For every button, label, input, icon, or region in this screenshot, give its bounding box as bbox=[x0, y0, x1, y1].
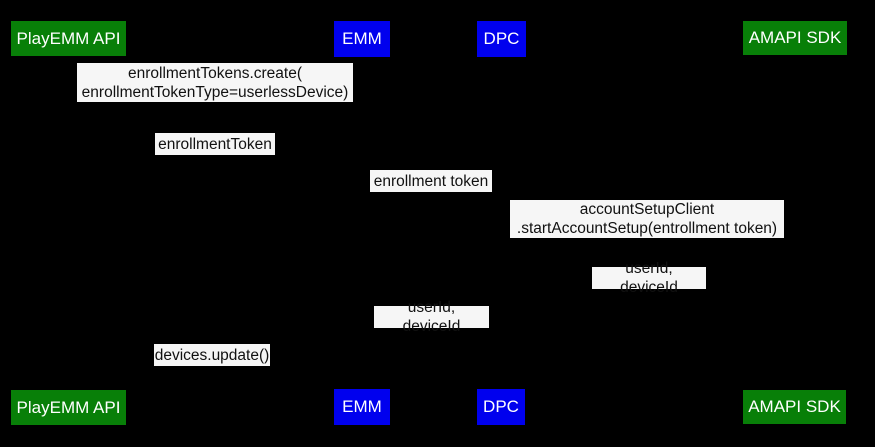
message-enrollment-token: enrollment token bbox=[370, 170, 492, 192]
message-userid-deviceid-return: userId, deviceId bbox=[592, 260, 706, 296]
message-userid-deviceid: userId, deviceId bbox=[374, 299, 489, 335]
actor-emm-top: EMM bbox=[334, 21, 390, 57]
actor-amapi-sdk-top: AMAPI SDK bbox=[743, 21, 847, 55]
actor-playemm-api-top: PlayEMM API bbox=[11, 21, 126, 56]
actor-playemm-api-bottom: PlayEMM API bbox=[11, 390, 126, 425]
actor-emm-bottom: EMM bbox=[334, 389, 390, 425]
message-enrollment-token-return: enrollmentToken bbox=[155, 133, 275, 155]
message-enrollment-tokens-create: enrollmentTokens.create( enrollmentToken… bbox=[77, 63, 353, 102]
message-devices-update: devices.update() bbox=[154, 344, 270, 366]
actor-dpc-top: DPC bbox=[477, 21, 526, 57]
actor-amapi-sdk-bottom: AMAPI SDK bbox=[743, 390, 846, 424]
actor-dpc-bottom: DPC bbox=[477, 389, 525, 425]
message-start-account-setup: accountSetupClient .startAccountSetup(en… bbox=[510, 200, 784, 238]
